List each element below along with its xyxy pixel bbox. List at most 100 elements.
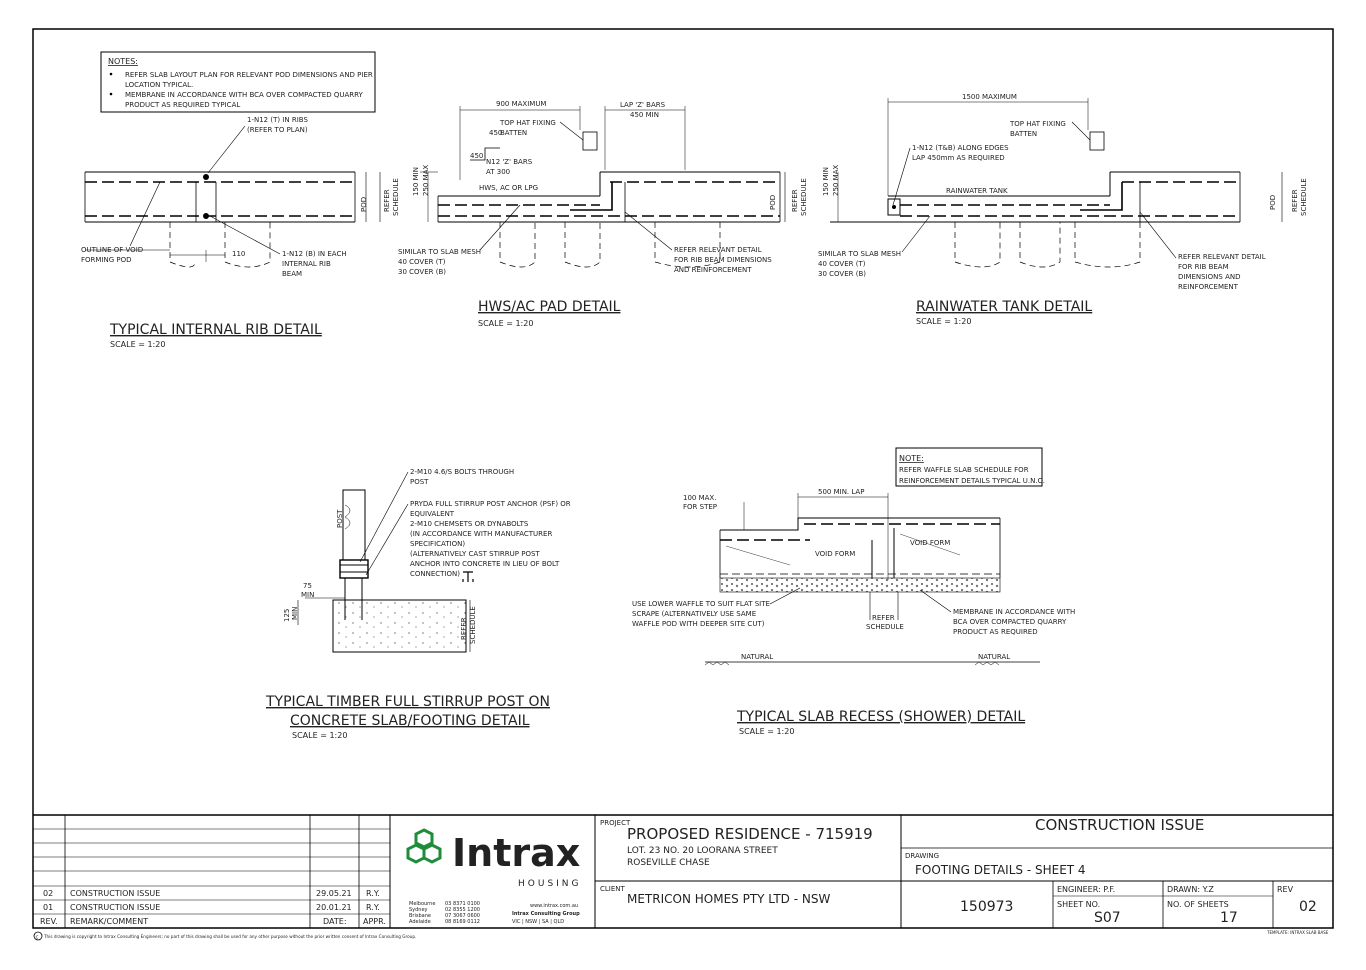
project-address-1: LOT. 23 NO. 20 LOORANA STREET — [627, 846, 778, 856]
rev-date: 20.01.21 — [316, 903, 352, 912]
drawing-name: FOOTING DETAILS - SHEET 4 — [915, 863, 1086, 877]
hws-label: HWS, AC OR LPG — [479, 184, 538, 192]
svg-text:c: c — [36, 935, 39, 941]
rev-number: 01 — [43, 903, 53, 912]
rev-approver: R.Y. — [366, 889, 380, 898]
dim-100: 100 MAX. — [683, 494, 716, 502]
rib-top-label-2: (REFER TO PLAN) — [247, 126, 308, 134]
anchor-label-7: ANCHOR INTO CONCRETE IN LIEU OF BOLT — [410, 560, 560, 568]
mesh-label-3: 30 COVER (B) — [398, 268, 446, 276]
top-hat-label-2: BATTEN — [500, 129, 527, 137]
client-name: METRICON HOMES PTY LTD - NSW — [627, 892, 830, 906]
dim-75: 75 — [303, 582, 312, 590]
waffle-label: USE LOWER WAFFLE TO SUIT FLAT SITE — [632, 600, 770, 608]
dim-250: 250 MAX — [422, 165, 430, 196]
title-block: 02 CONSTRUCTION ISSUE 29.05.21 R.Y. 01 C… — [33, 814, 1333, 928]
waffle-label-2: SCRAPE (ALTERNATIVELY USE SAME — [632, 610, 756, 618]
post-detail-title: TYPICAL TIMBER FULL STIRRUP POST ON — [265, 694, 550, 710]
membrane-label-3: PRODUCT AS REQUIRED — [953, 628, 1038, 636]
membrane-label: MEMBRANE IN ACCORDANCE WITH — [953, 608, 1075, 616]
dim-125-min: MIN — [291, 607, 299, 620]
rib-bottom-label: 1-N12 (B) IN EACH — [282, 250, 347, 258]
pod-label: POD — [1269, 195, 1277, 210]
dim-75-min: MIN — [301, 591, 314, 599]
rib-ref-label-3: AND REINFORCEMENT — [674, 266, 752, 274]
void-label-2: FORMING POD — [81, 256, 132, 264]
anchor-label-5: SPECIFICATION) — [410, 540, 465, 548]
rib-ref-label: REFER RELEVANT DETAIL — [674, 246, 762, 254]
logo-website: www.intrax.com.au — [530, 903, 578, 909]
dim-450: 450 — [489, 129, 502, 137]
office-phone: 02 8355 1200 — [445, 907, 480, 913]
revision-header: REV. REMARK/COMMENT DATE: APPR. — [40, 917, 386, 926]
post-label: POST — [336, 509, 344, 528]
anchor-label: PRYDA FULL STIRRUP POST ANCHOR (PSF) OR — [410, 500, 571, 508]
office-phone: 08 8169 0112 — [445, 919, 480, 925]
client-label: CLIENT — [600, 885, 626, 893]
rev-number: 02 — [43, 889, 53, 898]
recess-note-2: REINFORCEMENT DETAILS TYPICAL U.N.O. — [899, 477, 1045, 485]
post-detail-scale: SCALE = 1:20 — [292, 731, 347, 740]
logo-states: VIC | NSW | SA | QLD — [512, 919, 564, 925]
top-hat-label: TOP HAT FIXING — [1009, 120, 1066, 128]
schedule-label: SCHEDULE — [469, 606, 477, 644]
anchor-label-2: EQUIVALENT — [410, 510, 455, 518]
rev-header-appr: APPR. — [363, 917, 386, 926]
refer-label: REFER — [460, 617, 468, 640]
drawing-label: DRAWING — [905, 852, 939, 860]
issue-status: CONSTRUCTION ISSUE — [1035, 816, 1204, 834]
logo-wordmark: Intrax — [452, 831, 580, 875]
copyright-icon — [33, 931, 43, 941]
hws-detail-scale: SCALE = 1:20 — [478, 319, 533, 328]
anchor-label-3: 2-M10 CHEMSETS OR DYNABOLTS — [410, 520, 529, 528]
dim-lap-2: 450 MIN — [630, 111, 659, 119]
edge-bar-label: 1-N12 (T&B) ALONG EDGES — [912, 144, 1009, 152]
dim-100-2: FOR STEP — [683, 503, 717, 511]
copyright-text: This drawing is copyright to Intrax Cons… — [43, 934, 416, 939]
post-detail-title-2: CONCRETE SLAB/FOOTING DETAIL — [290, 713, 530, 729]
notes-box: NOTES: REFER SLAB LAYOUT PLAN FOR RELEVA… — [100, 51, 376, 113]
rib-top-label: 1-N12 (T) IN RIBS — [247, 116, 308, 124]
dim-110: 110 — [232, 250, 245, 258]
dim-125: 125 — [283, 609, 291, 622]
sheets-count-label: NO. OF SHEETS — [1167, 900, 1229, 909]
post-detail: POST 75 MIN 125 MIN REFER SCHEDULE 2-M10… — [265, 468, 571, 740]
logo-subtitle: HOUSING — [518, 879, 582, 889]
rib-detail-title: TYPICAL INTERNAL RIB DETAIL — [109, 322, 322, 338]
office-city: Melbourne — [409, 901, 435, 907]
refer-label: REFER — [791, 189, 799, 212]
revision-row: 02 CONSTRUCTION ISSUE 29.05.21 R.Y. — [43, 889, 380, 898]
pod-label: POD — [769, 195, 777, 210]
dim-900: 900 MAXIMUM — [496, 100, 546, 108]
rev-date: 29.05.21 — [316, 889, 352, 898]
hws-detail-title: HWS/AC PAD DETAIL — [478, 299, 621, 315]
rib-ref-label-4: REINFORCEMENT — [1178, 283, 1239, 291]
recess-detail-title: TYPICAL SLAB RECESS (SHOWER) DETAIL — [736, 709, 1025, 725]
z-bars-label-2: AT 300 — [486, 168, 510, 176]
schedule-label: SCHEDULE — [1300, 178, 1308, 216]
template-ref: TEMPLATE: INTRAX SLAB BASE — [1266, 930, 1329, 935]
hexagon-logo-icon — [406, 828, 442, 864]
sheet-number: S07 — [1094, 910, 1121, 926]
rev-label: REV — [1277, 885, 1294, 894]
logo-group: Intrax Consulting Group — [512, 911, 580, 917]
mesh-label-2: 40 COVER (T) — [818, 260, 866, 268]
membrane-label-2: BCA OVER COMPACTED QUARRY — [953, 618, 1067, 626]
top-bar-symbol — [203, 174, 209, 180]
rib-bottom-label-2: INTERNAL RIB — [282, 260, 331, 268]
natural-label-2: NATURAL — [978, 653, 1010, 661]
hws-detail: 900 MAXIMUM LAP 'Z' BARS 450 MIN TOP HAT… — [398, 100, 808, 328]
rev-header-rev: REV. — [40, 917, 58, 926]
refer-label: REFER — [1291, 189, 1299, 212]
void-label: OUTLINE OF VOID — [81, 246, 143, 254]
recess-note-1: REFER WAFFLE SLAB SCHEDULE FOR — [899, 466, 1029, 474]
rib-ref-label-2: FOR RIB BEAM — [1178, 263, 1229, 271]
project-address-2: ROSEVILLE CHASE — [627, 858, 710, 868]
recess-detail-scale: SCALE = 1:20 — [739, 727, 794, 736]
anchor-label-4: (IN ACCORDANCE WITH MANUFACTURER — [410, 530, 552, 538]
rib-detail-scale: SCALE = 1:20 — [110, 340, 165, 349]
recess-detail: NOTE: REFER WAFFLE SLAB SCHEDULE FOR REI… — [632, 447, 1075, 736]
copyright-footer: c This drawing is copyright to Intrax Co… — [33, 930, 1329, 941]
void-form-label: VOID FORM — [815, 550, 855, 558]
